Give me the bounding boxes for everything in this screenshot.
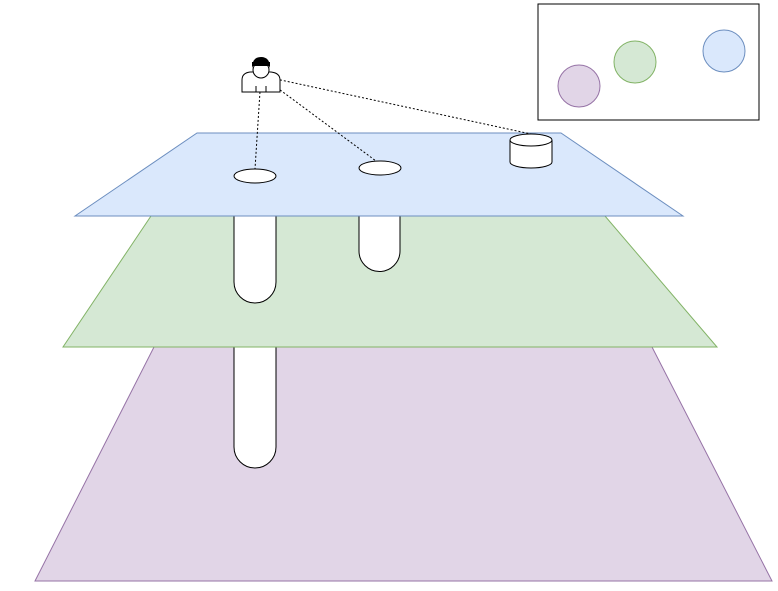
connection-line: [254, 75, 262, 170]
connection-lines: [254, 75, 532, 170]
hole-ellipse-icon[interactable]: [233, 168, 277, 184]
middle-shaft-right: [358, 216, 401, 272]
legend-circle-bottom-layer[interactable]: [557, 64, 601, 108]
legend: [537, 3, 760, 121]
hole-ellipse-icon[interactable]: [358, 160, 402, 176]
connection-line: [263, 77, 377, 162]
bottom-shaft: [233, 347, 277, 469]
user-icon[interactable]: [241, 57, 281, 93]
connection-line: [275, 78, 532, 135]
middle-shaft-left: [233, 216, 277, 304]
bottom-layer[interactable]: [34, 346, 773, 582]
legend-circle-top-layer[interactable]: [702, 29, 746, 73]
legend-circle-middle-layer[interactable]: [613, 40, 657, 84]
database-cylinder-icon[interactable]: [509, 133, 553, 169]
